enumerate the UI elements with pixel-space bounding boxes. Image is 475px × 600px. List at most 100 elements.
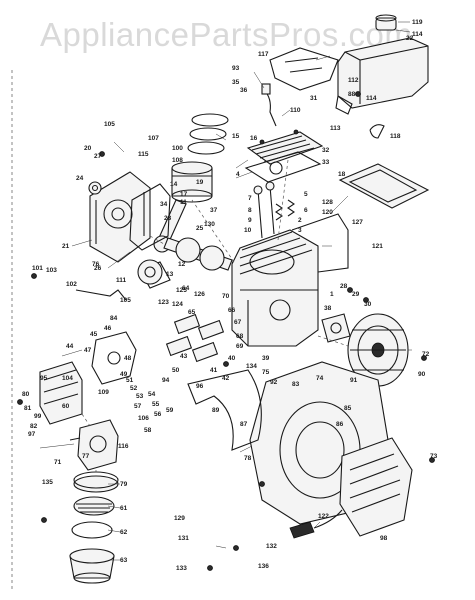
- part-label: 129: [174, 515, 185, 522]
- part-label: 130: [204, 221, 215, 228]
- ignition-coil[interactable]: [321, 313, 351, 343]
- part-label: 77: [82, 453, 90, 460]
- part-label: 134: [246, 363, 257, 370]
- part-label: 65: [188, 309, 196, 316]
- part-label: 3: [298, 227, 302, 234]
- part-label: 72: [422, 351, 430, 358]
- part-label: 136: [258, 563, 269, 570]
- part-label: 66: [228, 307, 236, 314]
- air-cleaner-cup[interactable]: [69, 548, 115, 584]
- piston-rings[interactable]: [187, 113, 229, 155]
- gasket-plate-127[interactable]: [338, 163, 430, 209]
- part-label: 1: [330, 291, 334, 298]
- muffler[interactable]: [39, 361, 83, 425]
- part-label: 9: [248, 217, 252, 224]
- fuel-tank[interactable]: [337, 14, 429, 109]
- part-label: 45: [90, 331, 98, 338]
- governor-spring[interactable]: [75, 289, 127, 301]
- gear-111[interactable]: [137, 259, 163, 285]
- assembly-lines: [81, 159, 349, 472]
- part-labels: 119 114 117 93 36 112 88 114 113 118 110…: [22, 19, 438, 572]
- reed-plates[interactable]: [165, 313, 225, 363]
- part-label: 25: [196, 225, 204, 232]
- part-label: 68: [236, 333, 244, 340]
- valves[interactable]: [253, 181, 275, 239]
- part-label: 135: [42, 479, 53, 486]
- part-label: 95: [40, 375, 48, 382]
- baffle-94[interactable]: [187, 369, 262, 451]
- starter-handle[interactable]: [289, 509, 343, 539]
- part-label: 20: [84, 145, 92, 152]
- engine-block[interactable]: [231, 229, 319, 347]
- part-label: 120: [322, 209, 333, 216]
- part-label: 53: [136, 393, 144, 400]
- part-label: 114: [366, 95, 377, 102]
- part-label: 16: [250, 135, 258, 142]
- part-label: 101: [32, 265, 43, 272]
- part-label: 47: [84, 347, 92, 354]
- part-label: 11: [180, 199, 187, 206]
- part-label: 8: [248, 207, 252, 214]
- part-label: 106: [138, 415, 149, 422]
- crankcase-cover[interactable]: [89, 171, 151, 263]
- cover-gasket[interactable]: [129, 183, 171, 251]
- intake-manifold[interactable]: [91, 331, 137, 385]
- carburetor[interactable]: [69, 419, 119, 471]
- part-label: 34: [160, 201, 168, 208]
- part-label: 38: [324, 305, 332, 312]
- screws: [17, 91, 435, 571]
- fuel-line[interactable]: [261, 83, 277, 127]
- part-label: 85: [344, 405, 352, 412]
- part-label: 31: [310, 95, 318, 102]
- part-label: 56: [154, 411, 162, 418]
- filter-gasket[interactable]: [71, 521, 113, 539]
- part-label: 118: [390, 133, 401, 140]
- part-label: 23: [164, 215, 172, 222]
- part-label: 104: [62, 375, 73, 382]
- part-label: 59: [166, 407, 174, 414]
- valve-springs[interactable]: [275, 199, 295, 221]
- head-gasket[interactable]: [244, 151, 322, 183]
- part-label: 46: [104, 325, 112, 332]
- part-label: 22: [406, 35, 414, 42]
- air-filter-element[interactable]: [73, 496, 115, 516]
- part-label: 112: [348, 77, 359, 84]
- part-label: 15: [232, 133, 240, 140]
- tank-bracket[interactable]: [269, 47, 339, 91]
- part-label: 48: [124, 355, 132, 362]
- cylinder-head[interactable]: [246, 129, 324, 165]
- recoil-starter[interactable]: [339, 437, 413, 537]
- part-label: 124: [172, 301, 183, 308]
- part-label: 52: [130, 385, 138, 392]
- part-label: 2: [298, 217, 302, 224]
- part-label: 41: [210, 367, 218, 374]
- part-label: 37: [210, 207, 218, 214]
- tank-clip[interactable]: [335, 95, 353, 115]
- shroud-plate-121[interactable]: [291, 213, 349, 273]
- flywheel[interactable]: [347, 313, 409, 387]
- part-label: 117: [258, 51, 269, 58]
- piston[interactable]: [171, 161, 213, 203]
- part-label: 35: [232, 79, 240, 86]
- part-label: 12: [178, 261, 186, 268]
- part-label: 84: [110, 315, 118, 322]
- part-label: 30: [364, 301, 372, 308]
- crankshaft[interactable]: [163, 237, 251, 271]
- part-label: 60: [62, 403, 70, 410]
- part-label: 24: [76, 175, 84, 182]
- part-label: 70: [222, 293, 230, 300]
- oil-seal-24[interactable]: [88, 181, 102, 195]
- part-label: 19: [196, 179, 204, 186]
- part-label: 26: [94, 265, 102, 272]
- part-label: 89: [212, 407, 220, 414]
- part-label: 121: [372, 243, 383, 250]
- part-label: 7: [248, 195, 252, 202]
- part-label: 98: [380, 535, 388, 542]
- part-label: 110: [290, 107, 301, 114]
- fuel-hose-118[interactable]: [369, 124, 385, 139]
- part-label: 62: [120, 529, 128, 536]
- air-cleaner-base[interactable]: [73, 471, 119, 493]
- part-label: 73: [430, 453, 438, 460]
- part-label: 79: [120, 481, 128, 488]
- part-label: 97: [28, 431, 36, 438]
